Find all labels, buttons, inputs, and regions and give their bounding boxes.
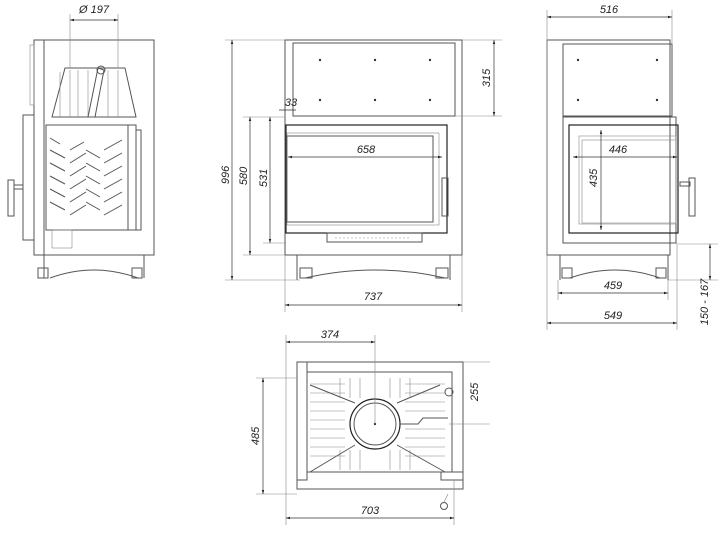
leg-icon: [131, 267, 143, 279]
bolt-dots: [318, 58, 432, 102]
baffle-chevrons: [49, 137, 123, 216]
top-view: 374 485 255 703: [250, 329, 490, 525]
door-hinge-icon: [441, 177, 449, 217]
front-view: 996 580 531 33 658 315 737: [220, 39, 502, 312]
door-handle-icon: [679, 177, 696, 217]
flue-offset-y-label: 255: [469, 382, 481, 402]
glass-height-label: 531: [258, 169, 270, 187]
top-section-height-label: 315: [481, 68, 493, 87]
door-handle-icon: [7, 179, 24, 217]
glass-width-label: 658: [357, 144, 376, 156]
total-width-label: 737: [364, 291, 383, 303]
offset-label: 33: [285, 97, 298, 109]
top-width-label: 516: [600, 4, 619, 16]
grate-bars: [310, 378, 445, 470]
depth-label: 485: [250, 426, 262, 445]
flue-offset-x-label: 374: [321, 329, 339, 341]
leg-icon: [561, 267, 573, 279]
side-view: Ø 197: [7, 4, 155, 279]
width-label: 703: [361, 505, 380, 517]
leg-span-label: 459: [604, 280, 622, 292]
leg-icon: [37, 267, 49, 279]
leg-icon: [435, 267, 449, 279]
right-view: 516 446 435 459 549 150 - 167: [546, 4, 718, 330]
door-height-label: 580: [238, 166, 250, 185]
flue-diameter-label: Ø 197: [78, 4, 110, 16]
leg-icon: [655, 267, 667, 279]
glass-width-label: 446: [609, 144, 628, 156]
total-depth-label: 549: [604, 310, 622, 322]
total-height-label: 996: [220, 165, 232, 184]
leg-icon: [299, 267, 313, 279]
glass-height-label: 435: [588, 168, 600, 187]
leg-height-range-label: 150 - 167: [699, 278, 711, 325]
